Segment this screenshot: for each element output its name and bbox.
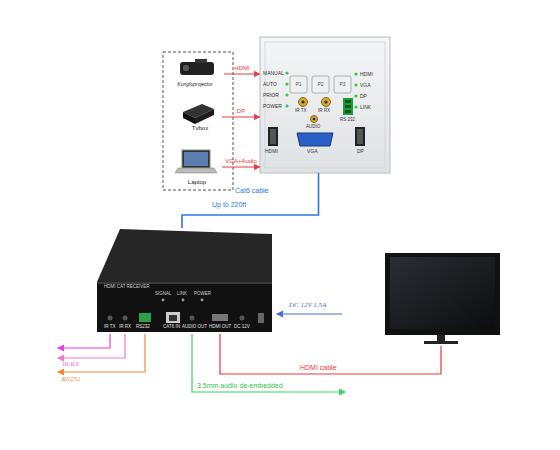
panel-marking: PRIOR [263, 93, 279, 98]
edge-label: DP [237, 108, 245, 114]
port-label: SIGNAL [155, 292, 172, 297]
signal-name: RS232 [62, 376, 80, 383]
arrow-head [254, 164, 260, 170]
panel-marking: DP [360, 94, 367, 99]
panel-marking: RS 232 [340, 118, 355, 123]
panel-marking: IR TX [295, 109, 306, 114]
panel-marking: HDMI [360, 72, 373, 77]
port-label: IR TX [104, 325, 115, 330]
port-label: HDMI OUT [209, 325, 231, 330]
source-device: Tvbox [178, 100, 222, 134]
port-label: DC 12V [234, 325, 250, 330]
port-label: HDMI CAT RECEIVER [104, 285, 150, 290]
panel-marking: VGA [360, 83, 371, 88]
source-device: Laptop [172, 146, 222, 188]
cat6-cable [182, 173, 319, 228]
port-label: POWER [194, 292, 211, 297]
audio-label: 3.5mm audio de-embedded [197, 382, 283, 389]
panel-marking: DP [357, 149, 364, 154]
port-label: RS232 [136, 325, 150, 330]
source-device: Kungfuprojector [166, 58, 224, 90]
arrow-head [254, 71, 260, 77]
edge-label: HDMI [234, 65, 249, 71]
panel-marking: HDMI [265, 149, 278, 154]
panel-marking: AUTO [263, 82, 277, 87]
panel-marking: P2 [317, 82, 323, 87]
panel-marking: POWER [263, 104, 282, 109]
panel-marking: AUDIO [306, 125, 320, 130]
device-name: Laptop [188, 179, 206, 185]
wall-plate-transmitter: MANUALAUTOPRIORPOWERP1P2P3HDMIVGADPLINKI… [260, 37, 390, 173]
power-note: DC 12V 1.5A [289, 302, 326, 309]
panel-marking: MANUAL [263, 71, 284, 76]
device-name: Kungfuprojector [177, 82, 212, 87]
port-label: IR RX [119, 325, 131, 330]
distance-note: Up to 220ft [212, 201, 246, 208]
panel-marking: P1 [295, 82, 301, 87]
edge-label: VGA+Audio [225, 158, 257, 164]
signal-name: IR RX [62, 361, 79, 368]
port-label: AUDIO OUT [182, 325, 207, 330]
port-label: CAT6 IN [163, 325, 180, 330]
panel-marking: P3 [339, 82, 345, 87]
port-label: LINK [177, 292, 187, 297]
panel-marking: IR RX [318, 109, 330, 114]
edge-label: Cat6 cable [235, 187, 268, 194]
hdmi-receiver: HDMI CAT RECEIVER SIGNAL LINK POWER IR TX IR … [95, 228, 275, 334]
cable-label: HDMI cable [300, 364, 337, 371]
panel-marking: VGA [307, 149, 318, 154]
arrow-head [254, 114, 260, 120]
device-name: Tvbox [192, 125, 208, 131]
panel-marking: LINK [360, 105, 371, 110]
